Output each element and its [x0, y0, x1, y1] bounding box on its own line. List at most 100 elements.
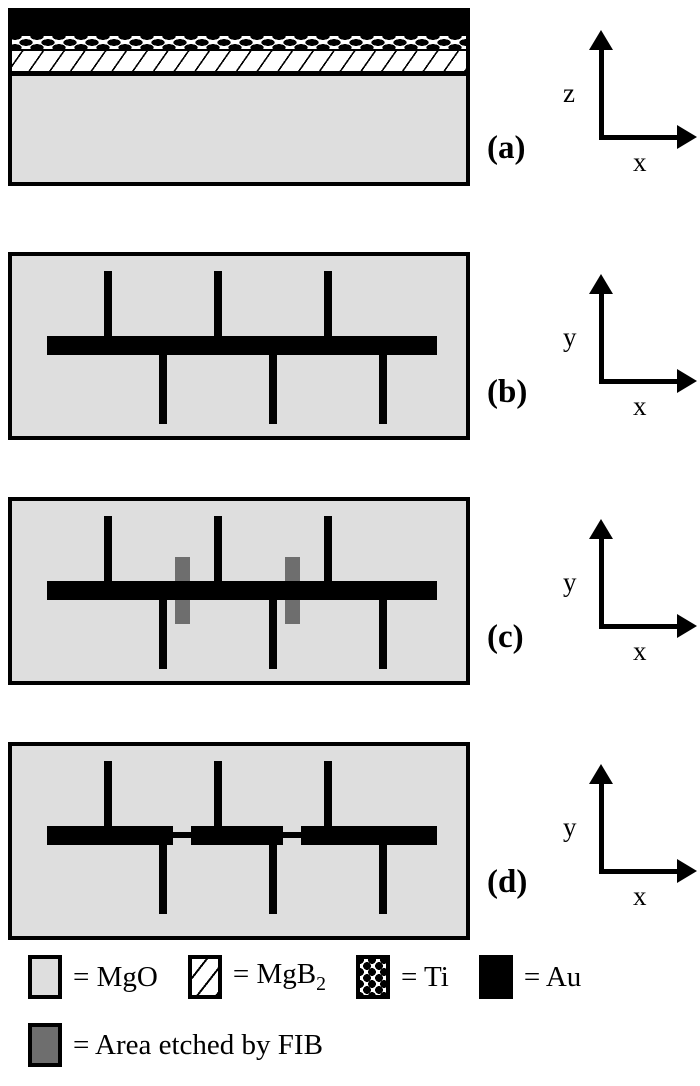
main-bar-c — [47, 581, 437, 600]
panel-c-label: (c) — [487, 619, 524, 655]
axis-x-line — [599, 379, 681, 384]
upper-stub-d-2 — [214, 761, 222, 827]
legend-text-mgo: MgO — [96, 960, 158, 993]
panel-a — [8, 8, 470, 186]
panel-d — [8, 742, 470, 940]
axis-x-label: x — [633, 881, 647, 911]
fib-etch-area-1 — [175, 557, 190, 581]
legend-row-1: = MgO = MgB2 = Ti = — [28, 955, 581, 999]
legend-row-2: = Area etched by FIB — [28, 1023, 323, 1067]
legend-label-mgb2: = MgB2 — [232, 957, 326, 995]
bridge-d-2 — [283, 832, 301, 838]
axis-y-label: y — [563, 812, 577, 842]
lower-stub-c-2 — [269, 599, 277, 669]
legend-item-ti: = Ti — [355, 955, 449, 999]
axis-x-line — [599, 869, 681, 874]
legend-text-au: Au — [545, 960, 582, 993]
panel-c — [8, 497, 470, 685]
legend-item-mgb2: = MgB2 — [187, 955, 326, 999]
legend-label-ti: = Ti — [400, 960, 449, 993]
axis-y-line — [599, 782, 604, 874]
legend-item-fib: = Area etched by FIB — [28, 1023, 323, 1067]
layer-mgb2-a — [12, 51, 466, 71]
axis-y-arrow-icon — [589, 764, 613, 784]
legend-text-mgb2-sub: 2 — [316, 972, 326, 995]
axes-c: y x — [555, 507, 700, 672]
circuit-b — [12, 256, 466, 436]
bar-segment-d-2 — [191, 826, 283, 845]
axis-x-line — [599, 624, 681, 629]
axis-x-arrow-icon — [677, 369, 697, 393]
legend-text-fib: Area etched by FIB — [95, 1028, 323, 1061]
legend-equals-mgb2: = — [232, 957, 250, 990]
legend-swatch-ti — [355, 955, 390, 999]
lower-stub-b-3 — [379, 354, 387, 424]
legend-swatch-mgo — [28, 955, 62, 999]
upper-stub-d-1 — [104, 761, 112, 827]
axis-z-line — [599, 48, 604, 140]
upper-stub-b-1 — [104, 271, 112, 337]
legend-equals-ti: = — [400, 960, 418, 993]
legend-swatch-fib — [28, 1023, 62, 1067]
legend-label-mgo: = MgO — [73, 960, 158, 993]
layer-au-a — [12, 12, 466, 34]
legend-label-au: = Au — [523, 960, 582, 993]
axis-y-line — [599, 537, 604, 629]
layer-ti-a — [12, 36, 466, 49]
circuit-c — [12, 501, 466, 681]
axis-y-label: y — [563, 567, 577, 597]
axes-b: y x — [555, 262, 700, 427]
fib-etch-area-4 — [285, 600, 300, 624]
panel-a-label: (a) — [487, 130, 526, 166]
legend-item-mgo: = MgO — [28, 955, 158, 999]
fib-etch-area-2 — [175, 600, 190, 624]
legend-hatch-pattern-icon — [191, 959, 218, 995]
lower-stub-c-3 — [379, 599, 387, 669]
axis-z-label: z — [563, 78, 575, 108]
bridge-d-1 — [173, 832, 191, 838]
axes-d: y x — [555, 752, 700, 917]
panel-b — [8, 252, 470, 440]
axis-y-arrow-icon — [589, 519, 613, 539]
lower-stub-d-3 — [379, 844, 387, 914]
axes-a: z x — [555, 18, 700, 183]
layer-divider-au-ti — [12, 34, 466, 36]
axis-x-label: x — [633, 391, 647, 421]
legend-equals-au: = — [523, 960, 541, 993]
lower-stub-d-2 — [269, 844, 277, 914]
axis-x-arrow-icon — [677, 859, 697, 883]
axis-x-line — [599, 135, 681, 140]
upper-stub-c-2 — [214, 516, 222, 582]
lower-stub-d-1 — [159, 844, 167, 914]
upper-stub-c-1 — [104, 516, 112, 582]
fib-etch-area-3 — [285, 557, 300, 581]
legend-swatch-au — [478, 955, 513, 999]
upper-stub-b-2 — [214, 271, 222, 337]
layer-divider-ti-mgb — [12, 49, 466, 51]
axis-x-arrow-icon — [677, 125, 697, 149]
main-bar-b — [47, 336, 437, 355]
legend-item-au: = Au — [478, 955, 582, 999]
legend-text-ti: Ti — [424, 960, 449, 993]
circuit-d — [12, 746, 466, 936]
panel-d-label: (d) — [487, 864, 528, 900]
axis-x-label: x — [633, 636, 647, 666]
axis-z-arrow-icon — [589, 30, 613, 50]
lower-stub-b-2 — [269, 354, 277, 424]
legend-equals-mgo: = — [73, 960, 90, 993]
legend-dot-pattern-icon — [359, 959, 386, 995]
axis-y-label: y — [563, 322, 577, 352]
lower-stub-c-1 — [159, 599, 167, 669]
panel-b-label: (b) — [487, 374, 528, 410]
axis-x-arrow-icon — [677, 614, 697, 638]
legend: = MgO = MgB2 = Ti = — [0, 955, 700, 1080]
upper-stub-b-3 — [324, 271, 332, 337]
axis-x-label: x — [633, 147, 647, 177]
layer-divider-mgb-mgo — [12, 71, 466, 76]
upper-stub-c-3 — [324, 516, 332, 582]
legend-text-mgb2: MgB — [256, 957, 317, 990]
ti-dot-pattern — [12, 36, 466, 49]
bar-segment-d-1 — [47, 826, 173, 845]
layer-mgo-a — [12, 76, 466, 182]
axis-y-arrow-icon — [589, 274, 613, 294]
